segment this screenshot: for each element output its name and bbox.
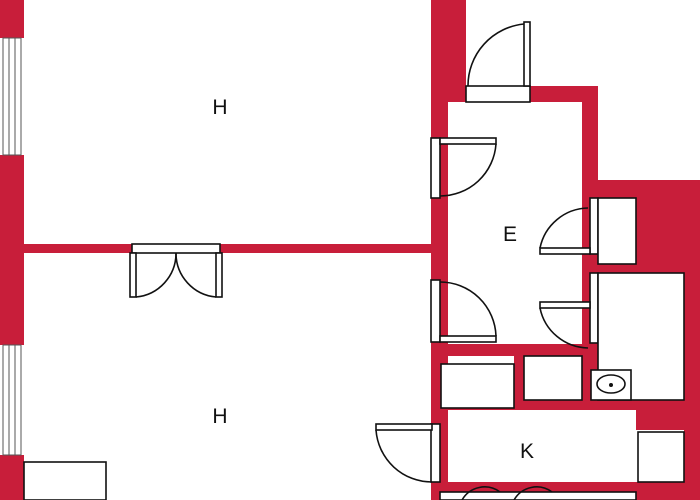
- window-lower-frame: [2, 344, 22, 456]
- partition-wall-left: [24, 244, 132, 253]
- entrance-door-leaf: [523, 21, 531, 87]
- door-lower-h-leaf: [439, 335, 497, 343]
- entrance-door-frame: [465, 85, 531, 103]
- entrance-wall: [448, 0, 466, 90]
- door-lower-h-frame: [430, 279, 441, 343]
- bath-door-leaf: [539, 301, 591, 309]
- double-door-arc-left: [135, 252, 177, 298]
- cabinet-divider: [514, 356, 524, 408]
- double-door-frame: [131, 243, 221, 254]
- double-door-leaf-right: [215, 252, 223, 298]
- door-lower-h-arc: [439, 281, 497, 337]
- bath-door-frame: [589, 272, 599, 344]
- counter-arc-left: [461, 486, 501, 500]
- counter-arc-right: [513, 486, 553, 500]
- right-exterior-wall: [684, 268, 700, 500]
- double-door-arc-right: [175, 252, 217, 298]
- left-wall-middle: [0, 155, 24, 345]
- furniture-bottom-left: [23, 461, 107, 500]
- windows: [2, 37, 22, 456]
- entrance-door-arc: [467, 23, 525, 87]
- door-upper-h-arc: [439, 143, 497, 197]
- fixtures: [23, 197, 685, 500]
- storage-cabinet-left: [440, 363, 515, 409]
- kitchen-top-wall: [431, 400, 700, 410]
- storage-cabinet-right: [523, 355, 583, 401]
- closet-door-arc: [539, 207, 589, 249]
- closet-door-frame: [589, 197, 599, 255]
- left-wall-top: [0, 0, 24, 38]
- left-wall-bottom: [0, 455, 24, 500]
- room-label-kitchen: K: [520, 440, 534, 463]
- kitchen-door-leaf: [375, 423, 433, 431]
- kitchen-cabinet: [637, 431, 685, 483]
- partition-wall-right: [220, 244, 432, 253]
- doors: [129, 21, 599, 483]
- closet-space: [597, 197, 637, 265]
- closet-door-leaf: [539, 247, 591, 255]
- washbasin-drain: [609, 383, 613, 387]
- kitchen-door-arc: [375, 429, 433, 483]
- room-label-lower-left: H: [212, 405, 227, 428]
- room-label-hall: E: [503, 223, 517, 246]
- room-label-upper-left: H: [212, 96, 227, 119]
- kitchen-door-frame: [430, 423, 441, 483]
- window-upper-frame: [2, 37, 22, 156]
- bath-door-arc: [539, 307, 589, 349]
- bath-top-wall: [590, 264, 700, 273]
- kitchen-counter: [439, 491, 637, 500]
- door-upper-h-leaf: [439, 137, 497, 145]
- right-block: [636, 180, 700, 272]
- hall-bottom-wall: [431, 344, 601, 356]
- room-labels: H H E K: [212, 96, 534, 463]
- double-door-leaf-left: [129, 252, 137, 298]
- door-upper-h-frame: [430, 137, 441, 199]
